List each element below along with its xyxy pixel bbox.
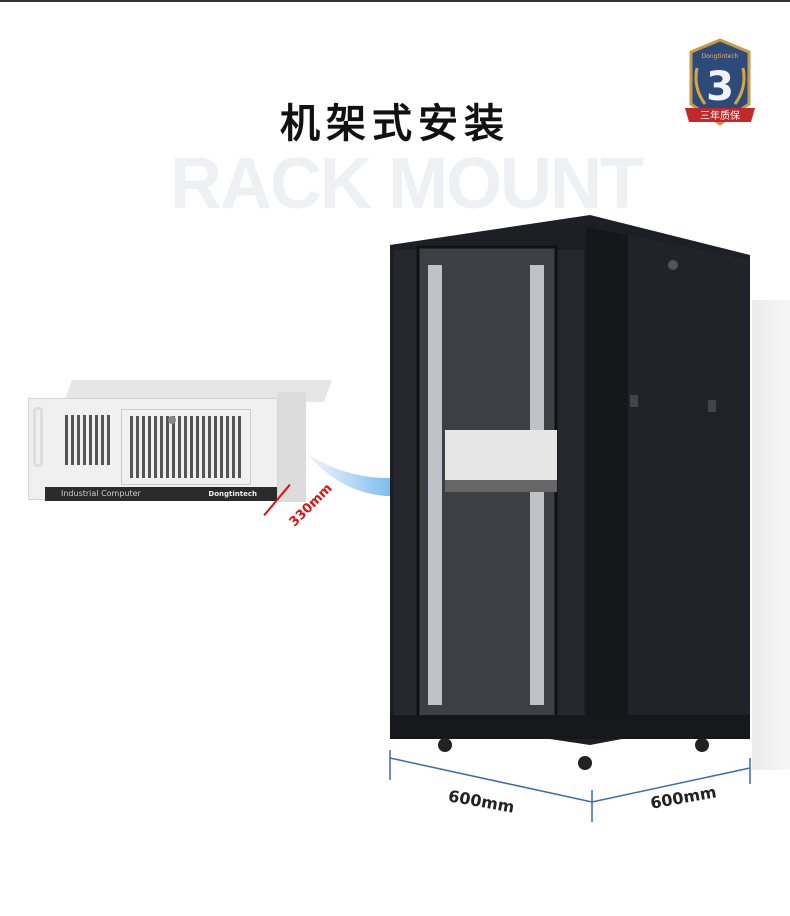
top-border	[0, 0, 790, 2]
vent	[130, 416, 242, 478]
industrial-computer-image: Industrial Computer Dongtintech	[28, 380, 333, 520]
label-brand: Dongtintech	[208, 490, 257, 498]
lock-icon	[168, 416, 176, 424]
label-industrial-computer: Industrial Computer	[61, 489, 141, 498]
page-title: 机架式安装	[280, 101, 510, 147]
watermark-text: RACK MOUNT	[170, 144, 644, 224]
vent	[65, 415, 111, 465]
background-wall	[752, 300, 790, 770]
server-side	[278, 392, 306, 502]
badge-brand: Dongtintech	[702, 53, 739, 60]
front-door	[121, 409, 251, 485]
dimension-lines	[389, 750, 751, 822]
badge-number: 3	[706, 64, 734, 110]
server-front: Industrial Computer Dongtintech	[28, 398, 278, 501]
rack-cabinet-image	[390, 215, 750, 770]
handle-left	[33, 407, 43, 467]
server-label-strip: Industrial Computer Dongtintech	[45, 487, 277, 501]
badge-ribbon-text: 三年质保	[700, 109, 740, 122]
warranty-badge: 3 Dongtintech 三年质保	[683, 38, 757, 134]
